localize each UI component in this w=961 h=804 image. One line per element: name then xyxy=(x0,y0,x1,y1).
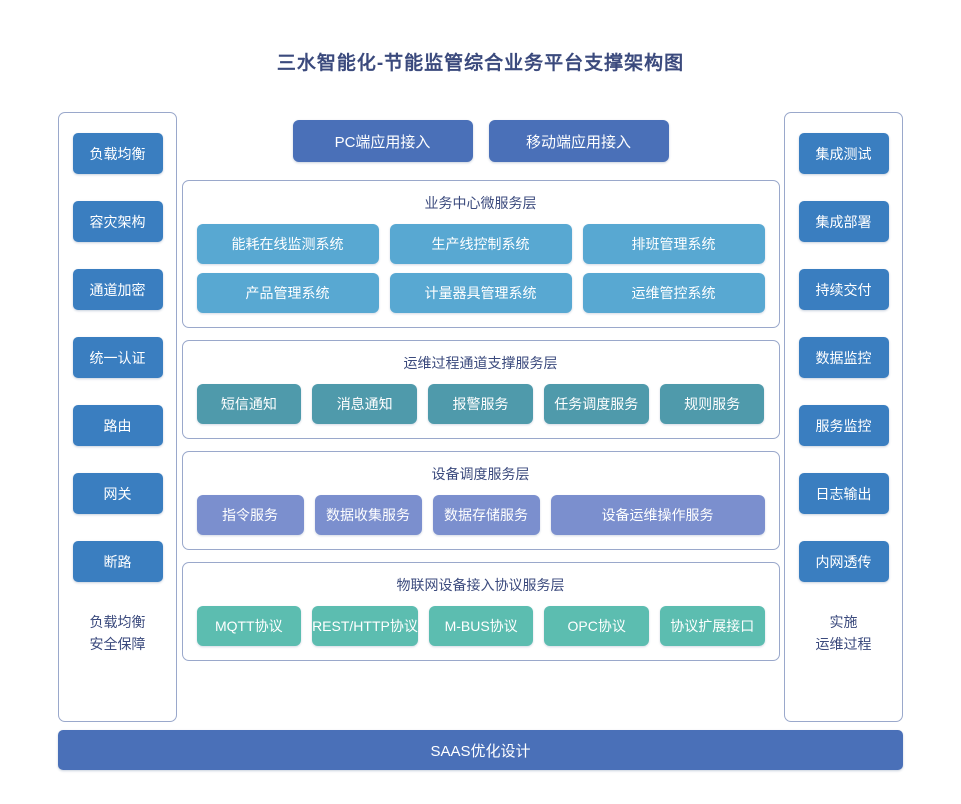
layer-iot-protocol-title: 物联网设备接入协议服务层 xyxy=(396,577,565,593)
center-column: PC端应用接入 移动端应用接入 业务中心微服务层 能耗在线监测系统 生产线控制系… xyxy=(181,112,781,722)
service-message-notification[interactable]: 消息通知 xyxy=(312,384,418,424)
left-sidebar-caption-line2: 安全保障 xyxy=(89,636,146,652)
sidebar-item-intranet-transparent-transmission[interactable]: 内网透传 xyxy=(798,541,889,582)
service-command[interactable]: 指令服务 xyxy=(196,495,304,535)
layer-business-row-1: 能耗在线监测系统 生产线控制系统 排班管理系统 xyxy=(196,224,765,264)
right-sidebar-caption: 实施 运维过程 xyxy=(816,611,872,655)
sidebar-item-load-balance[interactable]: 负载均衡 xyxy=(72,133,163,174)
sidebar-item-service-monitoring[interactable]: 服务监控 xyxy=(798,405,889,446)
saas-optimization-bar[interactable]: SAAS优化设计 xyxy=(58,730,903,770)
sidebar-item-integration-deploy[interactable]: 集成部署 xyxy=(798,201,889,242)
service-shift-management[interactable]: 排班管理系统 xyxy=(582,224,765,264)
layer-business: 业务中心微服务层 能耗在线监测系统 生产线控制系统 排班管理系统 产品管理系统 … xyxy=(181,180,780,328)
service-ops-control[interactable]: 运维管控系统 xyxy=(582,273,765,313)
layer-business-row-2: 产品管理系统 计量器具管理系统 运维管控系统 xyxy=(196,273,765,313)
sidebar-item-unified-auth[interactable]: 统一认证 xyxy=(72,337,163,378)
layer-iot-protocol-row-1: MQTT协议 REST/HTTP协议 M-BUS协议 OPC协议 协议扩展接口 xyxy=(196,606,765,646)
application-access-row: PC端应用接入 移动端应用接入 xyxy=(292,120,669,162)
layer-iot-protocol: 物联网设备接入协议服务层 MQTT协议 REST/HTTP协议 M-BUS协议 … xyxy=(181,562,780,661)
protocol-opc[interactable]: OPC协议 xyxy=(544,606,649,646)
service-production-line-control[interactable]: 生产线控制系统 xyxy=(389,224,572,264)
access-chip-mobile[interactable]: 移动端应用接入 xyxy=(488,120,669,162)
sidebar-item-integration-test[interactable]: 集成测试 xyxy=(798,133,889,174)
protocol-mqtt[interactable]: MQTT协议 xyxy=(196,606,302,646)
right-sidebar: 集成测试 集成部署 持续交付 数据监控 服务监控 日志输出 内网透传 实施 运维… xyxy=(784,112,903,722)
sidebar-item-continuous-delivery[interactable]: 持续交付 xyxy=(798,269,889,310)
layer-ops-support: 运维过程通道支撑服务层 短信通知 消息通知 报警服务 任务调度服务 规则服务 xyxy=(181,340,780,439)
service-energy-monitor[interactable]: 能耗在线监测系统 xyxy=(196,224,379,264)
service-product-management[interactable]: 产品管理系统 xyxy=(196,273,379,313)
service-device-ops-operation[interactable]: 设备运维操作服务 xyxy=(550,495,765,535)
sidebar-item-channel-encryption[interactable]: 通道加密 xyxy=(72,269,163,310)
sidebar-item-circuit-breaker[interactable]: 断路 xyxy=(72,541,163,582)
layer-device-scheduling-title: 设备调度服务层 xyxy=(431,466,530,482)
protocol-mbus[interactable]: M-BUS协议 xyxy=(428,606,534,646)
left-sidebar: 负载均衡 容灾架构 通道加密 统一认证 路由 网关 断路 负载均衡 安全保障 xyxy=(58,112,177,722)
sidebar-item-gateway[interactable]: 网关 xyxy=(72,473,163,514)
service-data-storage[interactable]: 数据存储服务 xyxy=(432,495,540,535)
layer-ops-support-title: 运维过程通道支撑服务层 xyxy=(403,355,558,371)
service-data-collection[interactable]: 数据收集服务 xyxy=(314,495,422,535)
layer-device-scheduling: 设备调度服务层 指令服务 数据收集服务 数据存储服务 设备运维操作服务 xyxy=(181,451,780,550)
service-metering-device-management[interactable]: 计量器具管理系统 xyxy=(389,273,572,313)
page-title: 三水智能化-节能监管综合业务平台支撑架构图 xyxy=(276,53,685,74)
sidebar-item-data-monitoring[interactable]: 数据监控 xyxy=(798,337,889,378)
sidebar-item-disaster-recovery[interactable]: 容灾架构 xyxy=(72,201,163,242)
sidebar-item-log-output[interactable]: 日志输出 xyxy=(798,473,889,514)
service-rule-engine[interactable]: 规则服务 xyxy=(659,384,765,424)
layer-ops-support-row-1: 短信通知 消息通知 报警服务 任务调度服务 规则服务 xyxy=(196,384,765,424)
service-alarm[interactable]: 报警服务 xyxy=(428,384,533,424)
left-sidebar-caption: 负载均衡 安全保障 xyxy=(90,611,146,655)
access-chip-pc[interactable]: PC端应用接入 xyxy=(292,120,473,162)
left-sidebar-caption-line1: 负载均衡 xyxy=(89,614,146,630)
right-sidebar-caption-line1: 实施 xyxy=(829,614,858,630)
protocol-extension-interface[interactable]: 协议扩展接口 xyxy=(659,606,765,646)
protocol-rest-http[interactable]: REST/HTTP协议 xyxy=(312,606,418,646)
layer-business-title: 业务中心微服务层 xyxy=(424,195,537,211)
service-task-scheduling[interactable]: 任务调度服务 xyxy=(543,384,649,424)
diagram-frame: 负载均衡 容灾架构 通道加密 统一认证 路由 网关 断路 负载均衡 安全保障 P… xyxy=(58,112,903,722)
service-sms-notification[interactable]: 短信通知 xyxy=(196,384,302,424)
sidebar-item-routing[interactable]: 路由 xyxy=(72,405,163,446)
layer-device-scheduling-row-1: 指令服务 数据收集服务 数据存储服务 设备运维操作服务 xyxy=(196,495,765,535)
right-sidebar-caption-line2: 运维过程 xyxy=(815,636,872,652)
